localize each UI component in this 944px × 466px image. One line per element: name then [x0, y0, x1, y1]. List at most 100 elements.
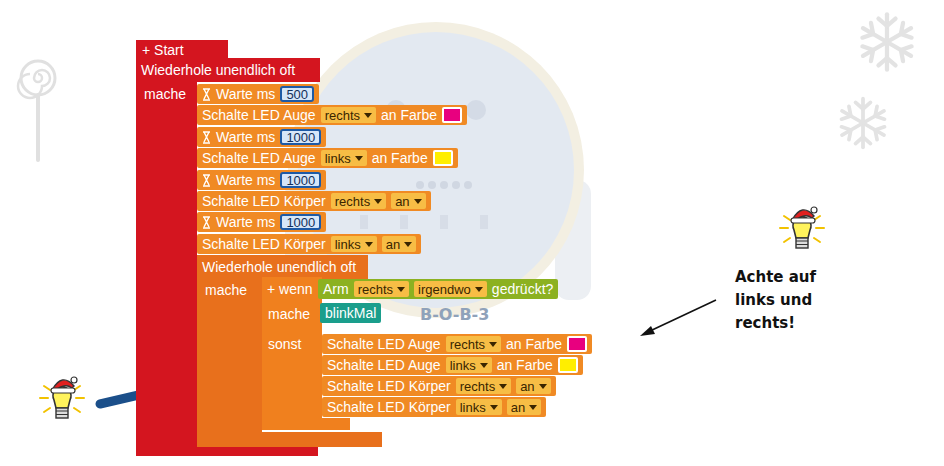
board-print: B-O-B-3 [420, 306, 489, 324]
if-block: + wennmachesonstArmrechtsirgendwogedrück… [262, 277, 350, 430]
block-text: blinkMal [325, 304, 376, 322]
block-text: links [325, 151, 351, 166]
dropdown-arrow [490, 405, 498, 410]
dropdown-field: rechts [354, 281, 409, 297]
hourglass-icon [202, 131, 211, 144]
led-block: Schalte LED Körper rechts an [197, 191, 431, 211]
loop-block: Wiederhole unendlich oft mache + wenn mache… [197, 255, 355, 447]
block-text: Schalte LED Auge [202, 149, 316, 167]
number-field: 1000 [280, 172, 321, 188]
dropdown-field: links [331, 236, 377, 252]
dropdown-field: rechts [331, 193, 386, 209]
dropdown-field: rechts [446, 336, 501, 352]
block-text: rechts [460, 379, 495, 394]
dropdown-field: links [456, 399, 502, 415]
block-text: rechts [325, 108, 360, 123]
block-text: an [395, 194, 409, 209]
dropdown-arrow [374, 199, 382, 204]
number-field: 1000 [280, 214, 321, 230]
dropdown-arrow [529, 405, 537, 410]
loop-bottom-bar [197, 432, 382, 447]
loop-label: Wiederhole unendlich oft [141, 61, 295, 79]
dropdown-arrow [397, 287, 405, 292]
dropdown-field: an [382, 236, 416, 252]
if-label: mache [268, 305, 310, 323]
block-text: Schalte LED Auge [327, 356, 441, 374]
wait-block: Warte ms1000 [197, 170, 326, 190]
if-spine [262, 277, 322, 430]
dropdown-arrow [364, 113, 372, 118]
block-text: gedrückt? [492, 280, 553, 298]
function-block: blinkMal [320, 303, 381, 323]
wait-block: Warte ms 500 [197, 84, 319, 104]
if-label: + wenn [267, 280, 313, 298]
dropdown-arrow [414, 199, 422, 204]
color-swatch [433, 150, 453, 166]
dropdown-arrow [480, 363, 488, 368]
if-label: sonst [268, 335, 301, 353]
block-text: rechts [450, 337, 485, 352]
block-text: Warte ms [216, 213, 275, 231]
block-text: links [335, 237, 361, 252]
dropdown-arrow [404, 242, 412, 247]
block-text: an Farbe [497, 356, 553, 374]
block-text: irgendwo [418, 282, 471, 297]
block-text: an [386, 237, 400, 252]
if-bottom-bar [262, 418, 350, 430]
dropdown-field: an [507, 399, 541, 415]
loop-label: Wiederhole unendlich oft [202, 258, 356, 276]
block-text: Arm [323, 280, 349, 298]
start-block: + StartWiederhole unendlich oftmacheWart… [136, 40, 326, 58]
block-text: Warte ms [216, 128, 275, 146]
dropdown-arrow [499, 384, 507, 389]
block-text: links [460, 400, 486, 415]
block-text: Schalte LED Körper [202, 192, 326, 210]
block-text: 500 [286, 87, 308, 102]
dropdown-field: rechts [456, 378, 511, 394]
loop-label: mache [205, 281, 247, 299]
dropdown-field: irgendwo [414, 281, 487, 297]
block-text: Warte ms [216, 85, 275, 103]
block-text: rechts [358, 282, 393, 297]
block-text: an Farbe [372, 149, 428, 167]
block-text: an Farbe [506, 335, 562, 353]
led-block: Schalte LED Körperrechtsan [322, 376, 556, 396]
dropdown-arrow [365, 242, 373, 247]
color-swatch [442, 107, 462, 123]
hat-label: + Start [142, 41, 184, 59]
dropdown-field: links [446, 357, 492, 373]
dropdown-field: rechts [321, 107, 376, 123]
block-text: 1000 [286, 173, 315, 188]
block-text: links [450, 358, 476, 373]
hourglass-icon [202, 174, 211, 187]
wait-block: Warte ms 1000 [197, 212, 326, 232]
led-block: Schalte LED Körper links an [197, 234, 421, 254]
color-swatch [567, 336, 587, 352]
dropdown-arrow [475, 287, 483, 292]
dropdown-field: an [391, 193, 425, 209]
led-block: Schalte LED Auge rechts an Farbe [197, 105, 467, 125]
block-text: Schalte LED Auge [202, 106, 316, 124]
color-swatch [558, 357, 578, 373]
block-text: 1000 [286, 130, 315, 145]
wait-block: Warte ms 1000 [197, 127, 326, 147]
dropdown-field: links [321, 150, 367, 166]
callout-note: Achte auf links und rechts! [735, 266, 835, 335]
dropdown-arrow [489, 342, 497, 347]
block-text: an Farbe [381, 106, 437, 124]
dropdown-arrow [355, 156, 363, 161]
hourglass-icon [202, 216, 211, 229]
condition-block: Arm rechts irgendwo gedrückt? [318, 279, 558, 299]
block-text: Schalte LED Körper [202, 235, 326, 253]
block-text: Schalte LED Körper [327, 398, 451, 416]
loop-label: mache [144, 85, 186, 103]
hourglass-icon [202, 88, 211, 101]
dropdown-arrow [539, 384, 547, 389]
number-field: 500 [280, 86, 314, 102]
loop-spine [136, 58, 197, 456]
number-field: 1000 [280, 129, 321, 145]
block-text: rechts [335, 194, 370, 209]
loop-block: Wiederhole unendlich oftmacheWarte ms500… [136, 58, 320, 456]
led-block: Schalte LED Auge links an Farbe [322, 355, 583, 375]
